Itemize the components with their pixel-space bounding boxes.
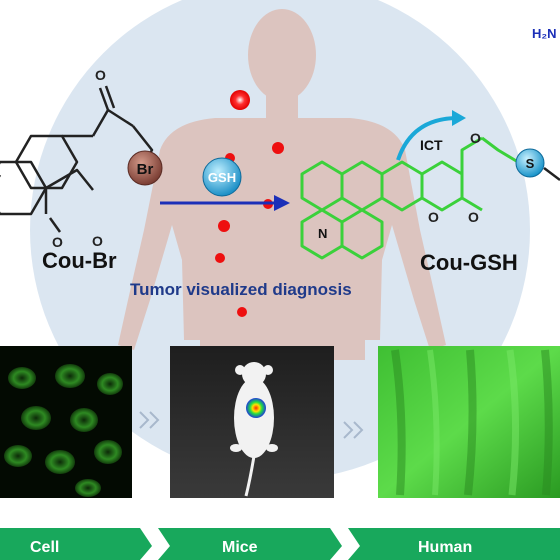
stage-bar xyxy=(0,528,560,560)
human-tissue-panel xyxy=(378,346,560,498)
chevron-icon xyxy=(139,411,160,429)
chevron-icon xyxy=(343,421,364,439)
tumor-dot xyxy=(237,307,247,317)
stage-mice-chevron xyxy=(158,528,342,560)
mice-panel xyxy=(170,346,334,498)
reaction-arrow xyxy=(160,195,290,211)
cou-br-label: Cou-Br xyxy=(42,248,117,273)
ict-arrowhead xyxy=(452,110,466,126)
bromine-ball xyxy=(127,150,163,186)
cell-panel xyxy=(0,346,132,498)
thiol-bond xyxy=(543,167,560,181)
bromine-label: Br xyxy=(137,161,154,178)
mouse-icon xyxy=(230,362,278,497)
sulfur-label: S xyxy=(526,156,535,171)
stage-label-human: Human xyxy=(418,539,472,556)
tumor-dot xyxy=(215,253,225,263)
oxygen-label: O xyxy=(468,209,479,225)
gsh-ball xyxy=(202,157,242,197)
oxygen-label: O xyxy=(470,130,481,146)
tumor-dot xyxy=(218,220,230,232)
oxygen-label: O xyxy=(92,233,103,249)
tumor-glow xyxy=(246,398,266,418)
human-silhouette-icon xyxy=(118,9,446,360)
stage-human-chevron xyxy=(348,528,560,560)
oxygen-label: O xyxy=(52,234,63,250)
caption-label: Tumor visualized diagnosis xyxy=(130,280,352,299)
gsh-label: GSH xyxy=(208,170,236,185)
stage-label-mice: Mice xyxy=(222,539,258,556)
stage-cell-chevron xyxy=(0,528,152,560)
tumor-dot xyxy=(230,90,250,110)
stage-label-cell: Cell xyxy=(30,539,59,556)
cou-gsh-label: Cou-GSH xyxy=(420,250,518,275)
oxygen-label: O xyxy=(428,209,439,225)
nitrogen-label: N xyxy=(318,226,327,241)
amine-fragment-label: H₂N xyxy=(532,26,557,41)
tumor-dot xyxy=(272,142,284,154)
ict-label: ICT xyxy=(420,137,443,153)
sulfur-ball xyxy=(515,148,545,178)
oxygen-label: O xyxy=(95,67,106,83)
cou-gsh-structure xyxy=(300,136,519,260)
ict-arrow xyxy=(396,116,459,161)
cou-br-structure xyxy=(0,85,154,233)
